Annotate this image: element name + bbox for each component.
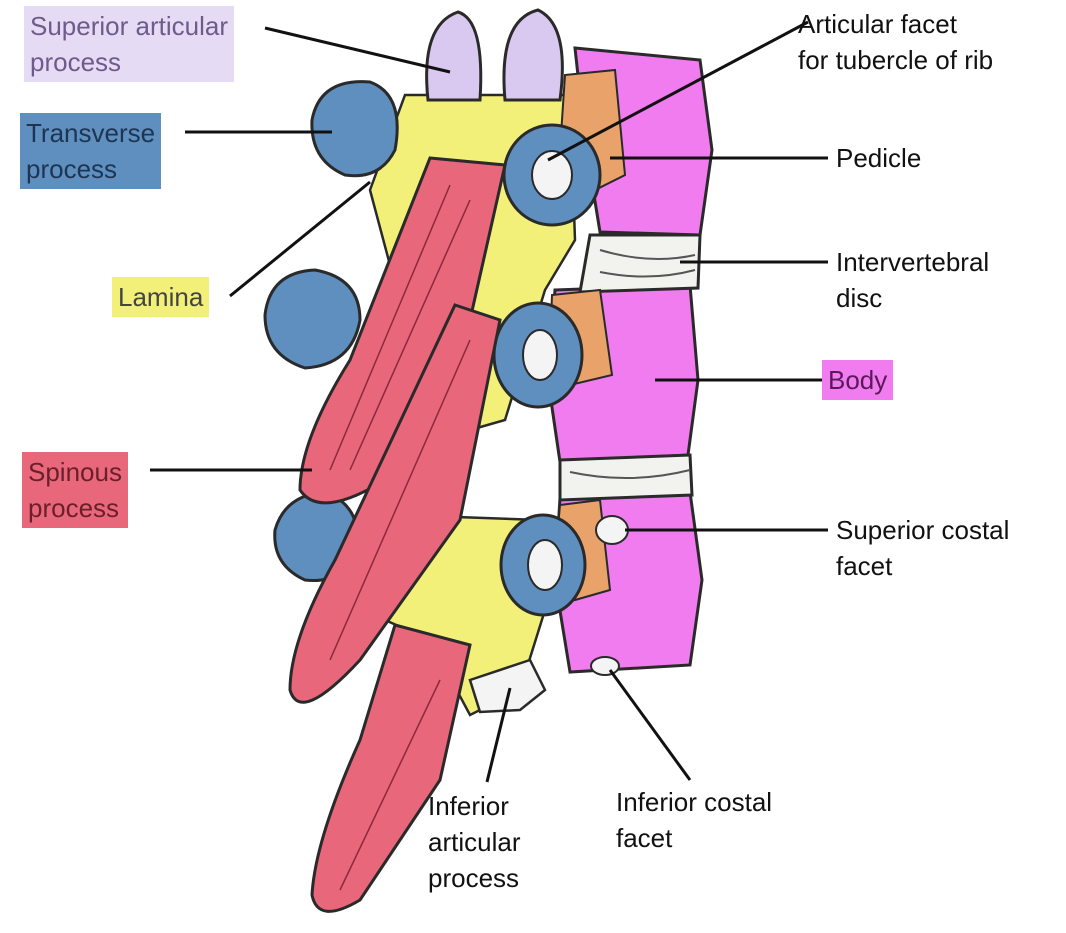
label-body: Body bbox=[822, 360, 893, 400]
label-articular-facet-tubercle: Articular facet for tubercle of rib bbox=[798, 6, 993, 78]
superior-articular-processes bbox=[427, 10, 563, 100]
label-transverse-process: Transverse process bbox=[20, 113, 161, 189]
label-inferior-costal-facet: Inferior costal facet bbox=[616, 784, 772, 856]
label-lamina: Lamina bbox=[112, 277, 209, 317]
label-superior-articular-process: Superior articular process bbox=[24, 6, 234, 82]
superior-costal-facet-shape bbox=[596, 516, 628, 544]
label-inferior-articular-process: Inferior articular process bbox=[428, 788, 520, 896]
label-superior-costal-facet: Superior costal facet bbox=[836, 512, 1009, 584]
label-pedicle: Pedicle bbox=[836, 140, 921, 176]
label-spinous-process: Spinous process bbox=[22, 452, 128, 528]
label-intervertebral-disc: Intervertebral disc bbox=[836, 244, 989, 316]
inferior-costal-facet-shape bbox=[591, 657, 619, 675]
